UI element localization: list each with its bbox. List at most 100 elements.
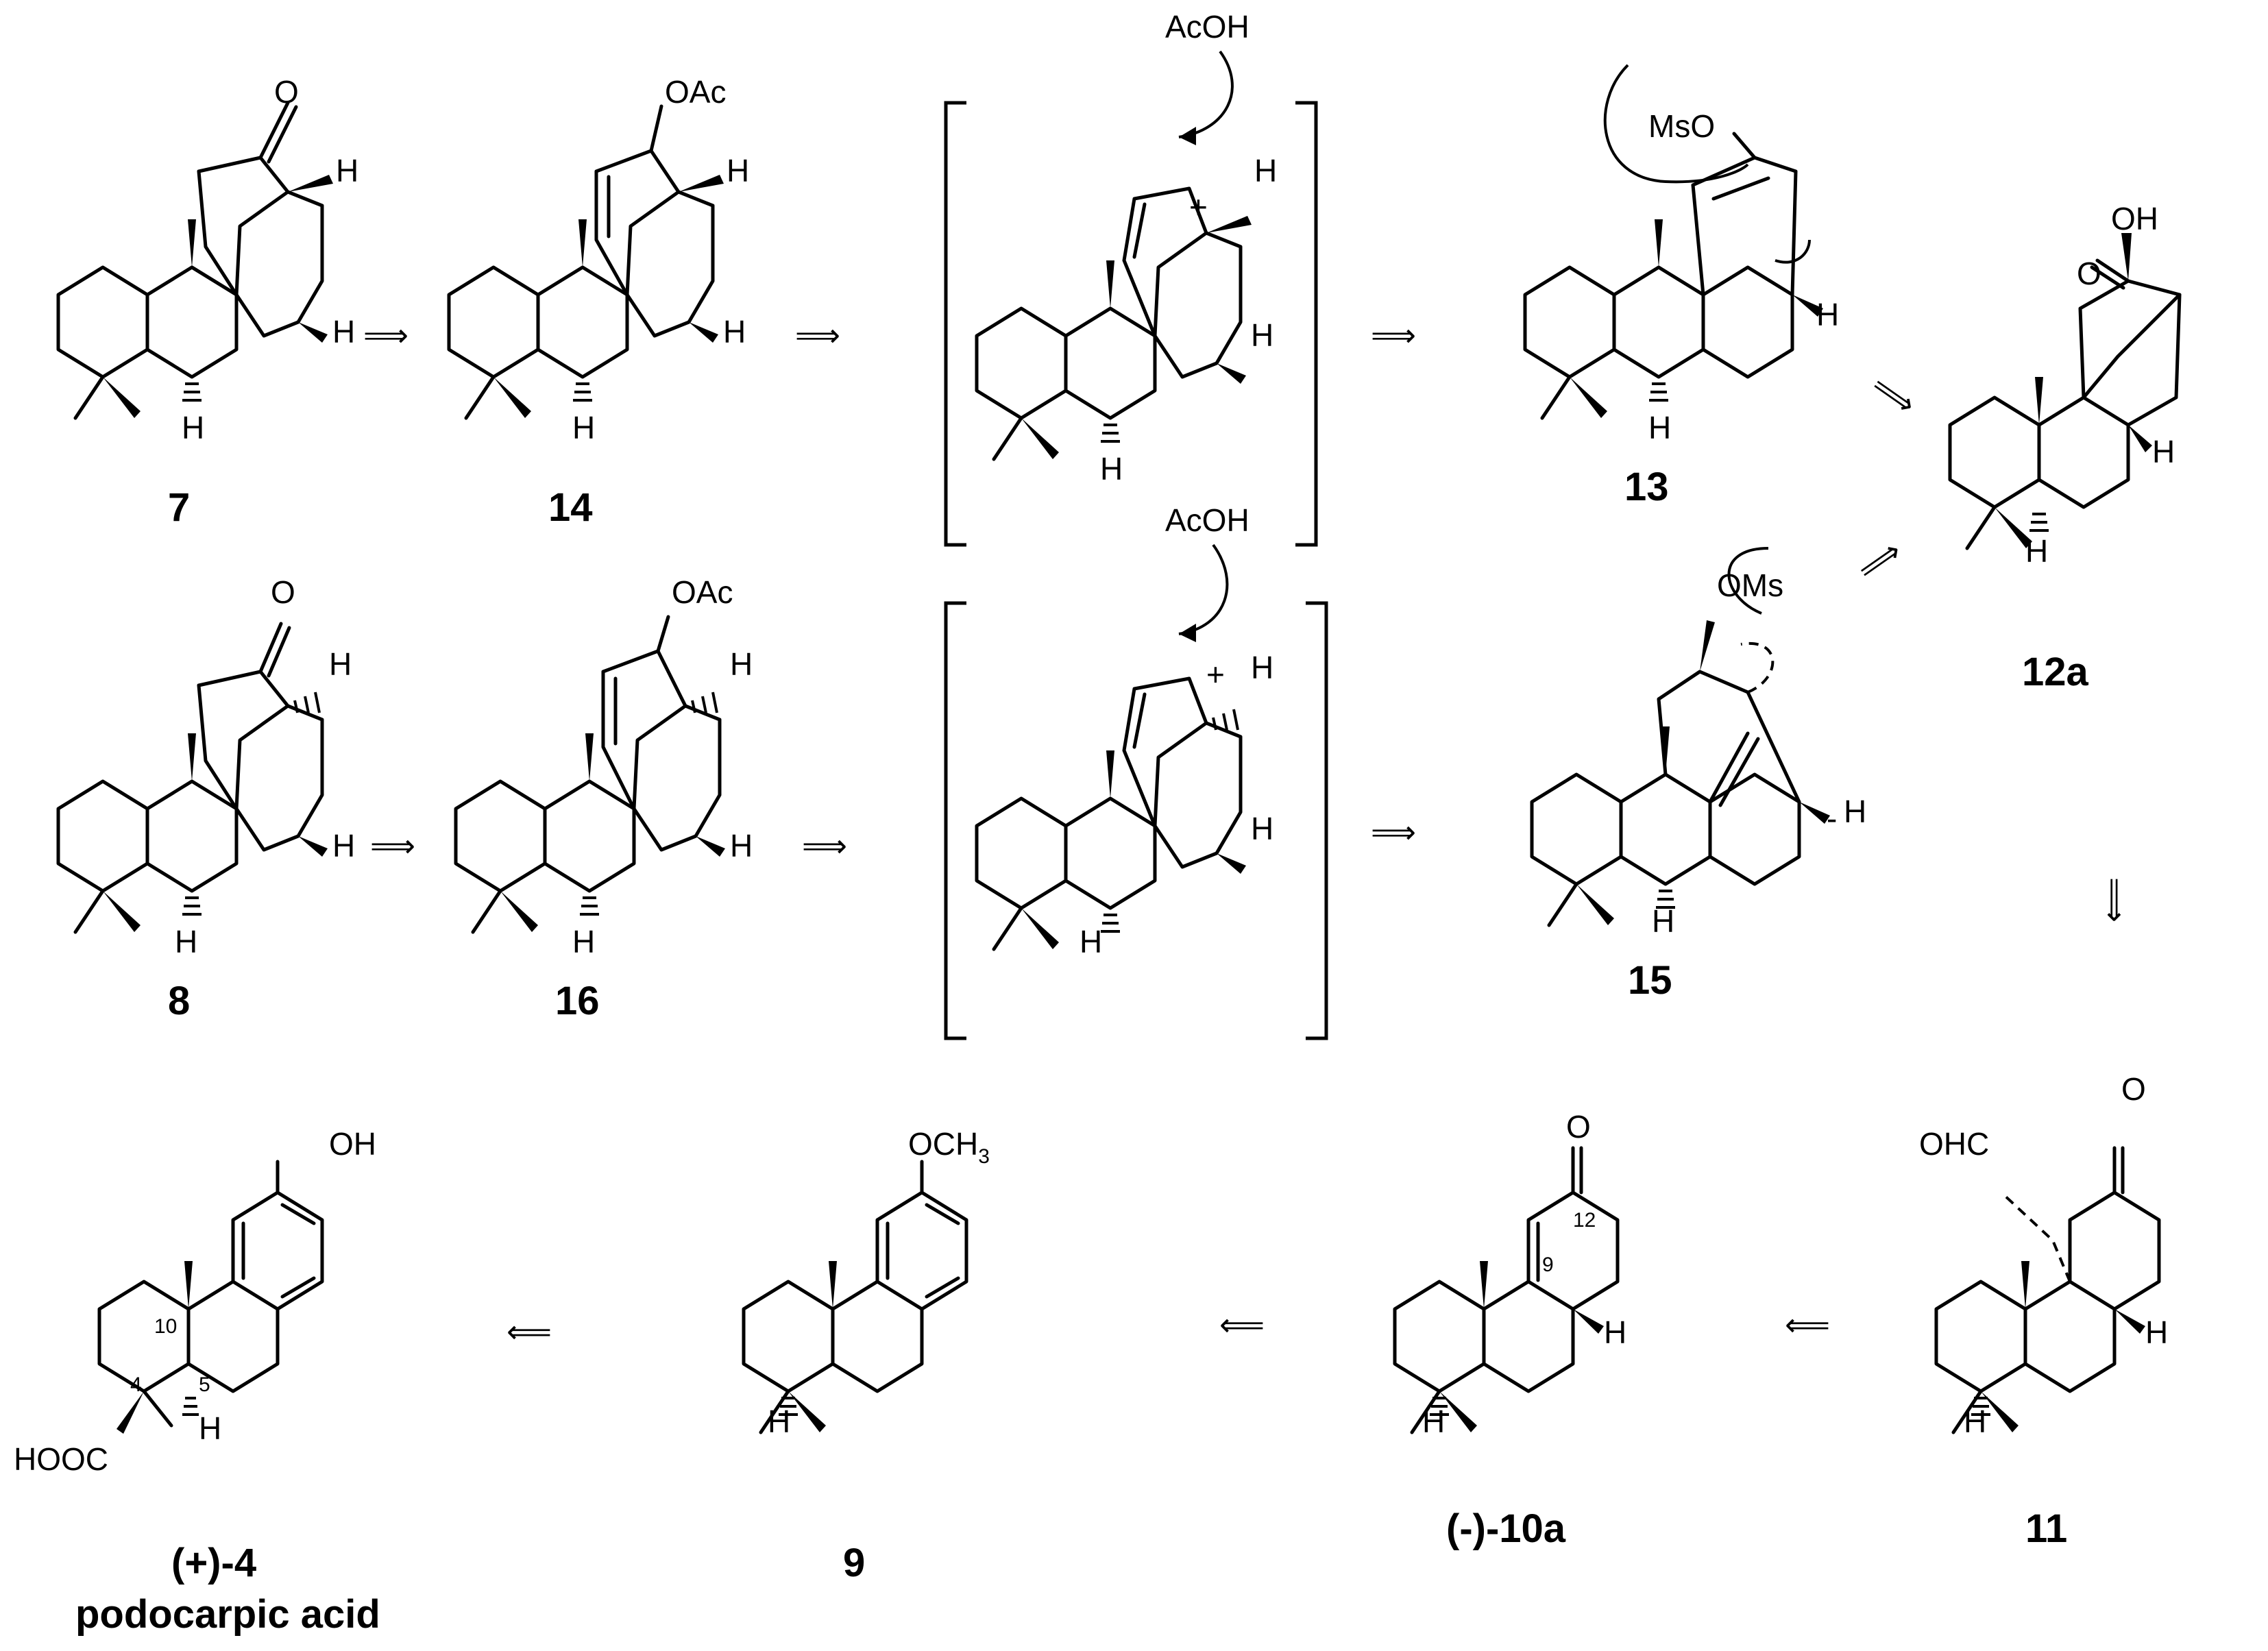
- mso-label-13: MsO: [1648, 108, 1715, 144]
- compound-label-9: 9: [843, 1541, 865, 1585]
- h-label-8a: H: [329, 646, 352, 682]
- retro-arrow-9: ⟹: [2097, 877, 2133, 922]
- curved-arrow-15: [1727, 547, 1769, 615]
- compound-8-structure: [56, 622, 328, 934]
- och3-label-9: OCH3: [908, 1126, 990, 1168]
- compound-label-14: 14: [548, 485, 593, 530]
- h-label-16b: H: [730, 828, 753, 864]
- compound-name-podocarpic-acid: podocarpic acid: [75, 1592, 380, 1637]
- plus-charge-1: +: [1189, 189, 1208, 225]
- retro-arrow-8: ⟹: [1851, 533, 1908, 587]
- h-label-14a: H: [727, 153, 749, 188]
- retro-arrow-3: ⟹: [1371, 317, 1416, 353]
- h-label-13a: H: [1816, 297, 1839, 332]
- compound-label-16: 16: [555, 979, 600, 1023]
- compound-label-7: 7: [168, 485, 190, 530]
- h-label-cat2a: H: [1251, 650, 1273, 685]
- plus-charge-2: +: [1206, 657, 1225, 692]
- compound-7-structure: [56, 101, 333, 420]
- h-label-12a-a: H: [2152, 434, 2175, 469]
- atom-number-4: 4: [130, 1373, 142, 1396]
- ketone-o-label-10a: O: [1566, 1109, 1591, 1145]
- h-label-16c: H: [572, 924, 595, 959]
- oms-label-15: OMs: [1717, 567, 1783, 603]
- bracket-left-2: [944, 601, 966, 1040]
- oac-label-16: OAc: [672, 574, 733, 610]
- h-label-14b: H: [723, 314, 746, 350]
- compound-label-4: (+)-4: [171, 1541, 256, 1585]
- ohc-label-11: OHC: [1919, 1126, 1989, 1162]
- h-label-9: H: [768, 1404, 790, 1439]
- h-label-14c: H: [572, 410, 595, 445]
- hooc-label-4: HOOC: [14, 1441, 108, 1477]
- h-label-7c: H: [182, 410, 204, 445]
- h-label-cat2b: H: [1251, 811, 1273, 846]
- compound-4-structure: [97, 1160, 324, 1434]
- ketone-o-label-11: O: [2121, 1071, 2146, 1107]
- oac-label-14: OAc: [665, 74, 726, 110]
- h-label-11b: H: [1964, 1404, 1986, 1439]
- compound-label-11: 11: [2025, 1506, 2067, 1551]
- curved-arrow-acoh-2: [1178, 543, 1229, 635]
- retro-arrow-5: ⟹: [370, 828, 415, 864]
- bracket-right-1: [1295, 101, 1318, 547]
- minus-charge-15: -: [1827, 800, 1837, 836]
- h-label-8c: H: [175, 924, 197, 959]
- retro-arrow-4: ⟹: [1865, 367, 1923, 422]
- oh-label-4: OH: [329, 1126, 376, 1162]
- retro-arrow-7: ⟹: [1371, 814, 1416, 850]
- bracket-right-2: [1306, 601, 1328, 1040]
- retro-arrow-11: ⟹: [1219, 1309, 1265, 1345]
- ketone-o-label-8: O: [271, 574, 295, 610]
- retro-arrow-2: ⟹: [795, 317, 840, 353]
- h-label-16a: H: [730, 646, 753, 682]
- h-label-cat1a: H: [1254, 153, 1277, 188]
- compound-label-15: 15: [1628, 958, 1672, 1003]
- compound-14-structure: [447, 104, 724, 420]
- compound-label-10a: (-)-10a: [1446, 1506, 1566, 1551]
- h-label-15a: H: [1844, 794, 1866, 829]
- retro-arrow-10: ⟹: [1785, 1309, 1830, 1345]
- h-label-7b: H: [332, 314, 355, 350]
- retro-arrow-1: ⟹: [363, 317, 409, 353]
- compound-9-structure: [742, 1160, 968, 1434]
- cation-intermediate-2: [975, 676, 1246, 951]
- curved-arrow-acoh-1: [1178, 50, 1234, 138]
- compound-label-12a: 12a: [2022, 650, 2089, 694]
- retro-arrow-12: ⟹: [507, 1316, 552, 1352]
- atom-number-10: 10: [154, 1315, 177, 1338]
- curved-arrow-head-2: [1179, 624, 1196, 642]
- atom-number-5: 5: [199, 1373, 210, 1396]
- h-label-12a-b: H: [2025, 533, 2048, 569]
- compound-10a-structure: [1393, 1146, 1620, 1434]
- bracket-left-1: [944, 101, 966, 547]
- h-label-11a: H: [2145, 1314, 2168, 1350]
- h-label-4: H: [199, 1410, 221, 1446]
- compound-11-structure: [1934, 1146, 2161, 1434]
- retro-arrow-6: ⟹: [802, 828, 847, 864]
- h-label-cat1c: H: [1100, 451, 1123, 487]
- h-label-15b: H: [1652, 903, 1674, 939]
- curved-arrow-head-1: [1179, 127, 1196, 145]
- h-label-10a-a: H: [1604, 1314, 1626, 1350]
- curved-arrow-13b: [1775, 239, 1811, 264]
- compound-label-13: 13: [1624, 465, 1669, 509]
- compound-15-structure: [1530, 620, 1830, 927]
- h-label-7a: H: [336, 153, 358, 188]
- h-label-cat2c: H: [1080, 924, 1102, 959]
- acoh-label-2: AcOH: [1165, 502, 1249, 538]
- oh-label-12a: OH: [2111, 201, 2158, 236]
- h-label-cat1b: H: [1251, 317, 1273, 353]
- atom-number-12: 12: [1573, 1209, 1596, 1232]
- compound-12a-structure: [1948, 233, 2182, 550]
- acoh-label-1: AcOH: [1165, 9, 1249, 45]
- h-label-13b: H: [1648, 410, 1671, 445]
- atom-number-9: 9: [1542, 1253, 1554, 1276]
- compound-13-structure: [1523, 132, 1823, 420]
- ketone-o-label-7: O: [274, 74, 299, 110]
- h-label-10a-b: H: [1422, 1404, 1445, 1439]
- compound-label-8: 8: [168, 979, 190, 1023]
- ketone-o-label-12a: O: [2077, 256, 2101, 291]
- cation-intermediate-1: [975, 186, 1252, 461]
